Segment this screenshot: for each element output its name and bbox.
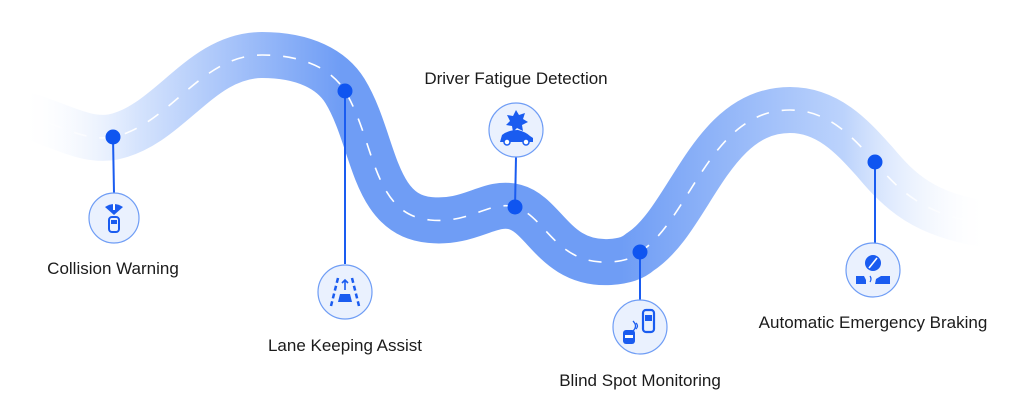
collision-warning-icon: [88, 192, 140, 244]
driver-fatigue-icon: [488, 102, 544, 158]
milestone-dot: [507, 199, 523, 215]
milestone-dot: [867, 154, 883, 170]
milestone-dot: [632, 244, 648, 260]
label-driver-fatigue-detection: Driver Fatigue Detection: [424, 69, 607, 88]
lane-keeping-icon: [317, 264, 373, 320]
emergency-braking-icon: [845, 242, 901, 298]
milestone-dot: [105, 129, 121, 145]
connector-lines: [112, 91, 876, 300]
label-automatic-emergency-braking: Automatic Emergency Braking: [759, 313, 988, 332]
milestone-dot: [337, 83, 353, 99]
feature-labels: Collision Warning Lane Keeping Assist Dr…: [47, 69, 987, 390]
label-blind-spot-monitoring: Blind Spot Monitoring: [559, 371, 721, 390]
blind-spot-icon: [612, 299, 668, 355]
label-lane-keeping-assist: Lane Keeping Assist: [268, 336, 422, 355]
milestone-dots: [105, 83, 883, 260]
label-collision-warning: Collision Warning: [47, 259, 179, 278]
